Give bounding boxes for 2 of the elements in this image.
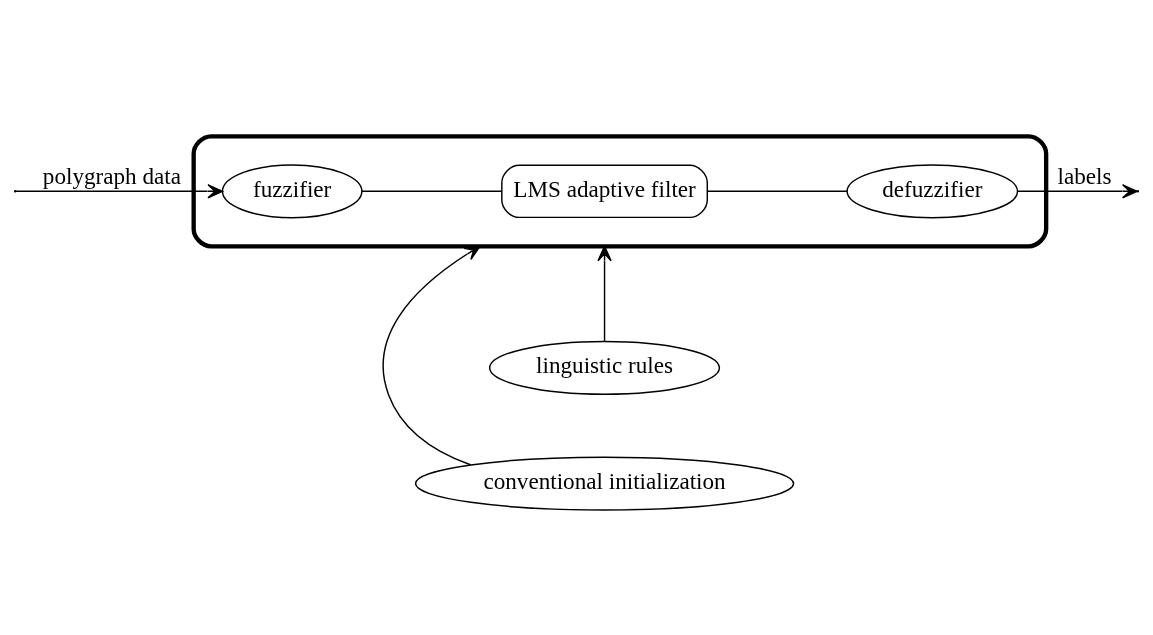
edge-label: polygraph data (42, 162, 181, 189)
edge-label: labels (1057, 162, 1112, 189)
